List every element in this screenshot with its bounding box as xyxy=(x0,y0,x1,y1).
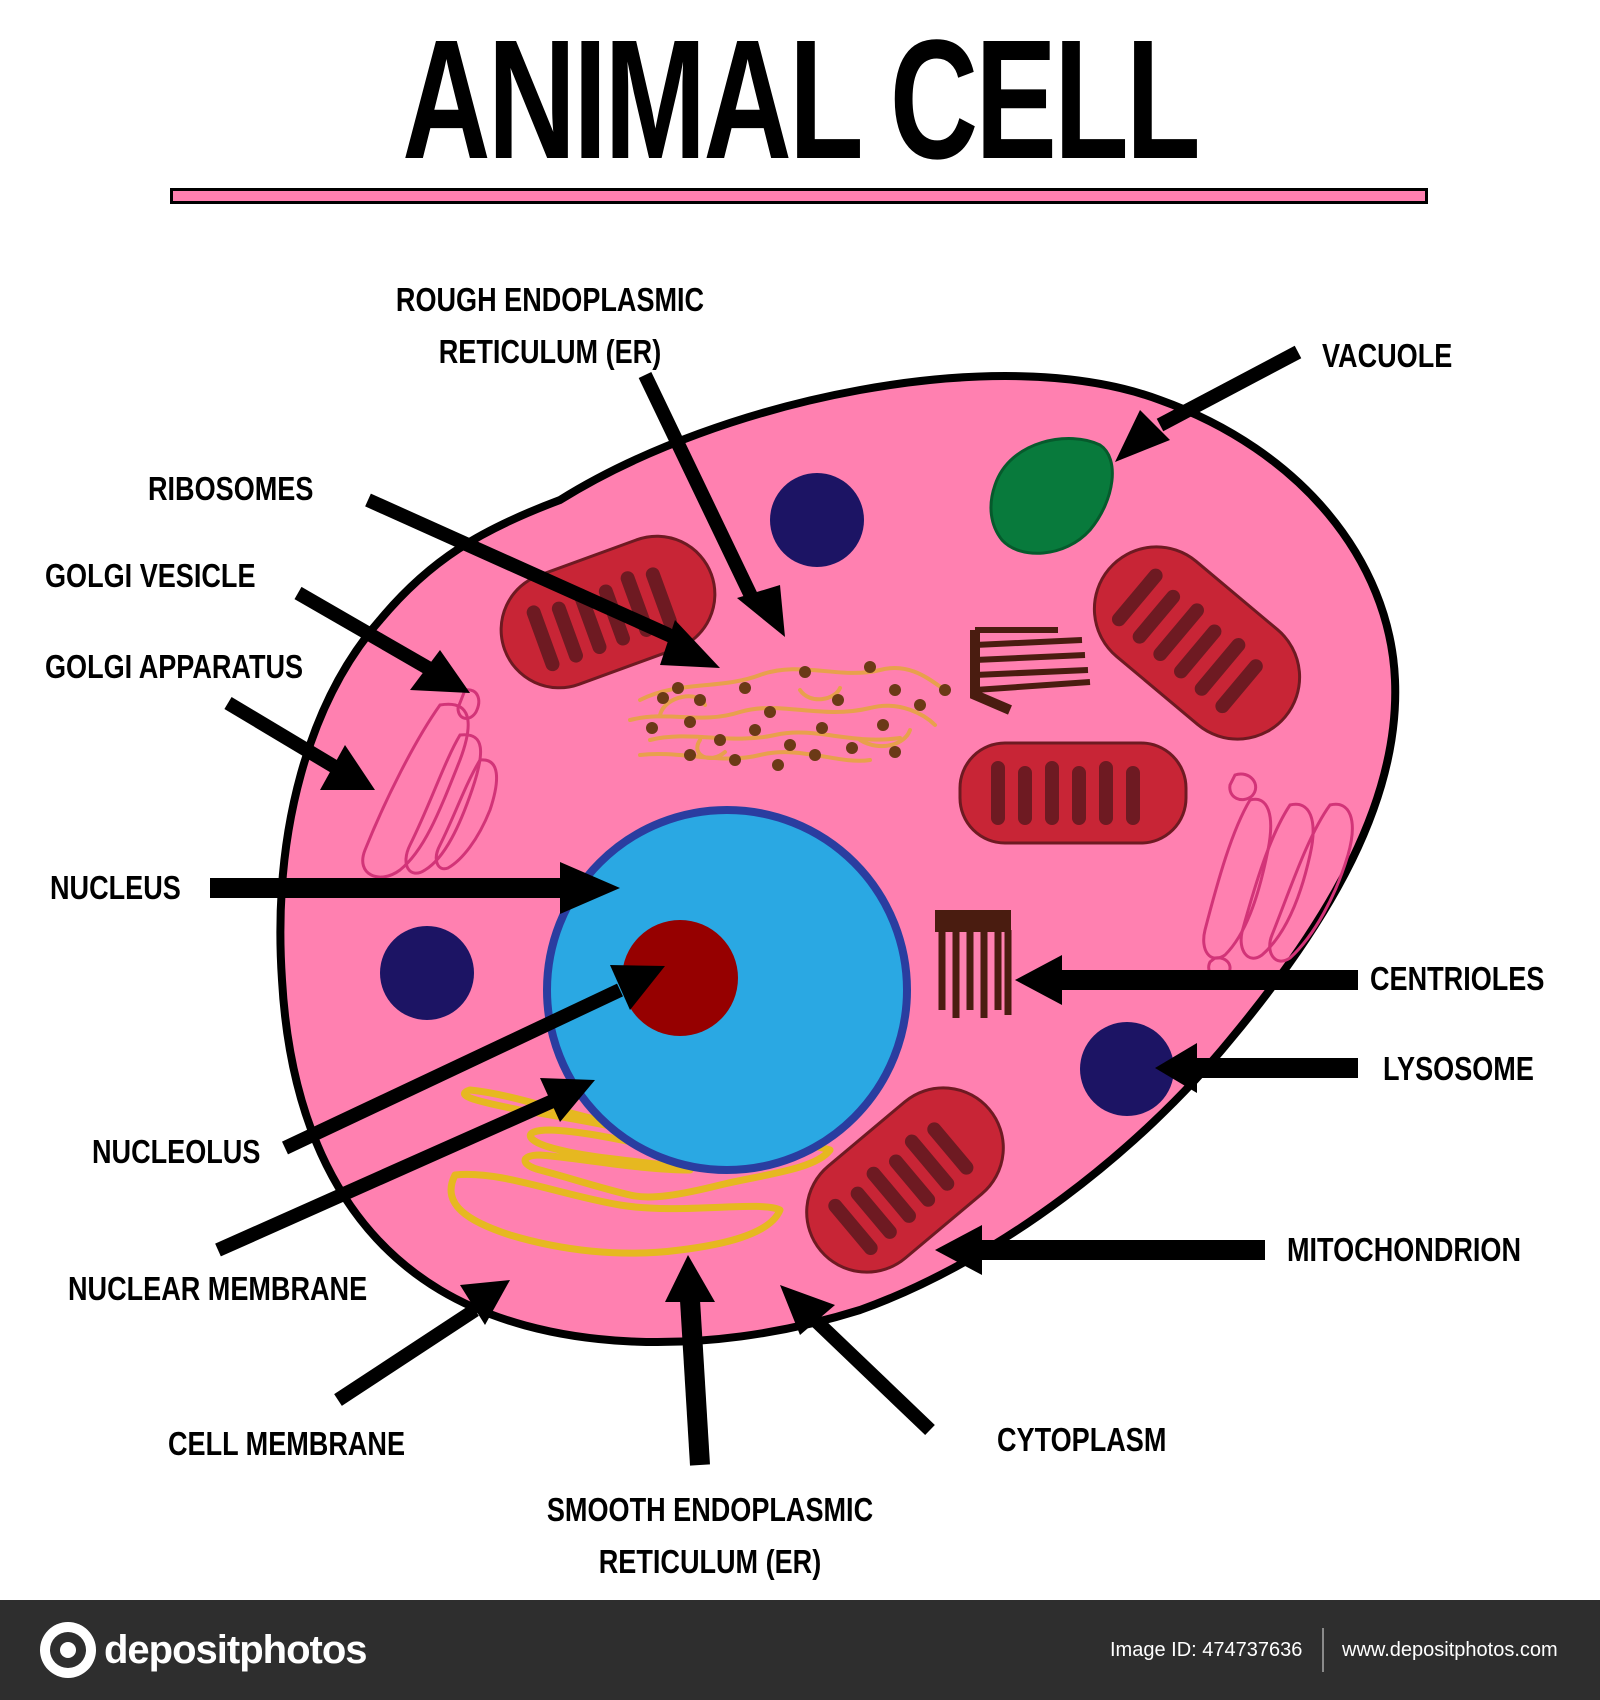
label-cell-membrane: CELL MEMBRANE xyxy=(168,1425,406,1462)
lysosome-top xyxy=(770,473,864,567)
label-mitochondrion: MITOCHONDRION xyxy=(1287,1231,1522,1268)
label-lysosome: LYSOSOME xyxy=(1383,1050,1534,1087)
label-centrioles: CENTRIOLES xyxy=(1370,960,1545,997)
arrow-ribosomes xyxy=(365,493,720,668)
label-nuclear-membrane: NUCLEAR MEMBRANE xyxy=(68,1270,368,1307)
label-ribosomes: RIBOSOMES xyxy=(148,470,314,507)
mitochondrion-bottom xyxy=(805,1086,1005,1274)
arrow-lysosome xyxy=(1155,1043,1358,1093)
footer-separator xyxy=(1322,1628,1324,1672)
arrow-golgi-vesicle xyxy=(294,586,470,693)
mitochondrion-center-right xyxy=(958,741,1188,845)
label-smooth-er-line2: RETICULUM (ER) xyxy=(598,1543,822,1580)
page-title: ANIMAL CELL xyxy=(402,5,1200,195)
centriole-lower xyxy=(935,910,1012,1018)
label-smooth-er-line1: SMOOTH ENDOPLASMIC xyxy=(546,1491,874,1528)
label-rough-er-line2: RETICULUM (ER) xyxy=(438,333,662,370)
mitochondrion-top-right xyxy=(1092,545,1302,741)
arrow-golgi-apparatus xyxy=(224,696,375,790)
footer-brand: depositphotos xyxy=(104,1628,368,1672)
label-nucleolus: NUCLEOLUS xyxy=(92,1133,261,1170)
arrow-mitochondrion xyxy=(935,1225,1265,1275)
lysosome-left xyxy=(380,926,474,1020)
label-golgi-vesicle: GOLGI VESICLE xyxy=(45,557,256,594)
centriole-upper xyxy=(970,627,1091,715)
arrow-nucleolus xyxy=(282,965,665,1155)
golgi-apparatus-left xyxy=(361,688,499,879)
arrow-cell-membrane xyxy=(334,1280,510,1406)
arrow-nucleus xyxy=(210,862,620,914)
footer-site-link[interactable]: www.depositphotos.com xyxy=(1342,1639,1558,1661)
watermark-footer: depositphotos Image ID: 474737636 www.de… xyxy=(0,1600,1600,1700)
arrow-nuclear-membrane xyxy=(215,1078,595,1257)
label-cytoplasm: CYTOPLASM xyxy=(997,1421,1167,1458)
arrow-rough-er xyxy=(638,371,785,637)
vacuole-shape xyxy=(989,437,1114,555)
label-vacuole: VACUOLE xyxy=(1322,337,1453,374)
label-rough-er-line1: ROUGH ENDOPLASMIC xyxy=(395,281,705,318)
label-nucleus: NUCLEUS xyxy=(50,869,181,906)
lysosome-right xyxy=(1080,1022,1174,1116)
footer-image-id: Image ID: 474737636 xyxy=(1110,1639,1303,1661)
arrow-centrioles xyxy=(1015,955,1358,1005)
cell-illustration xyxy=(210,345,1400,1466)
arrow-cytoplasm xyxy=(780,1285,935,1436)
arrow-smooth-er xyxy=(665,1255,715,1466)
rough-er-shape xyxy=(628,661,951,771)
arrow-vacuole xyxy=(1115,345,1302,462)
nucleolus-shape xyxy=(622,920,738,1036)
label-golgi-apparatus: GOLGI APPARATUS xyxy=(45,648,304,685)
golgi-apparatus-right xyxy=(1202,772,1354,980)
camera-logo-icon xyxy=(40,1622,96,1678)
title-underline xyxy=(170,188,1428,204)
